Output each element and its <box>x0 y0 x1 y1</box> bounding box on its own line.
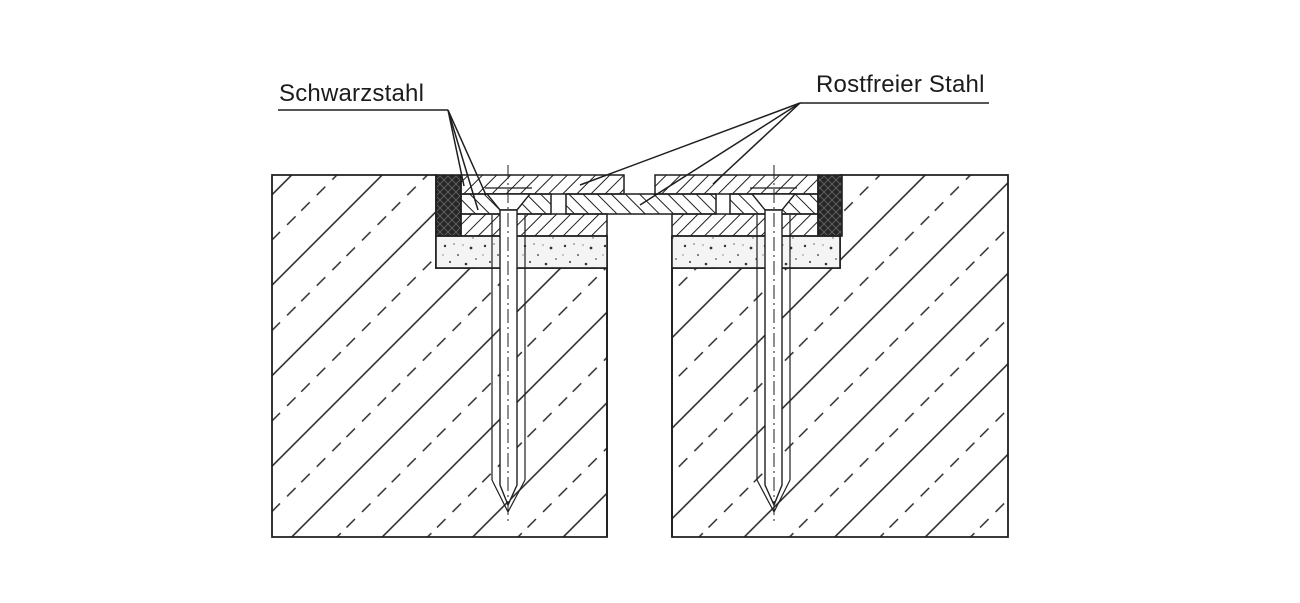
screw-right <box>750 165 797 522</box>
leader-lines <box>278 102 989 211</box>
mortar-bed <box>435 235 841 269</box>
mortar-bed-left <box>435 235 608 269</box>
lower-plate-left <box>460 213 608 237</box>
black-steel-right <box>817 174 843 237</box>
leader-rostfrei-2 <box>639 102 801 206</box>
label-stainless-steel: Rostfreier Stahl <box>816 71 985 98</box>
upper-plate-right <box>654 174 819 195</box>
concrete-structure <box>271 174 1009 538</box>
leader-schwarz-3 <box>447 109 487 196</box>
leader-rostfrei-3 <box>712 102 801 185</box>
black-steel-left <box>435 174 462 237</box>
leader-schwarz-1 <box>447 109 479 211</box>
leader-rostfrei-1 <box>579 102 801 186</box>
label-black-steel: Schwarzstahl <box>279 80 425 107</box>
mortar-bed-right <box>671 235 841 269</box>
leader-schwarz-2 <box>447 109 465 187</box>
screw-left <box>485 165 532 522</box>
lower-plate-right <box>671 213 819 237</box>
